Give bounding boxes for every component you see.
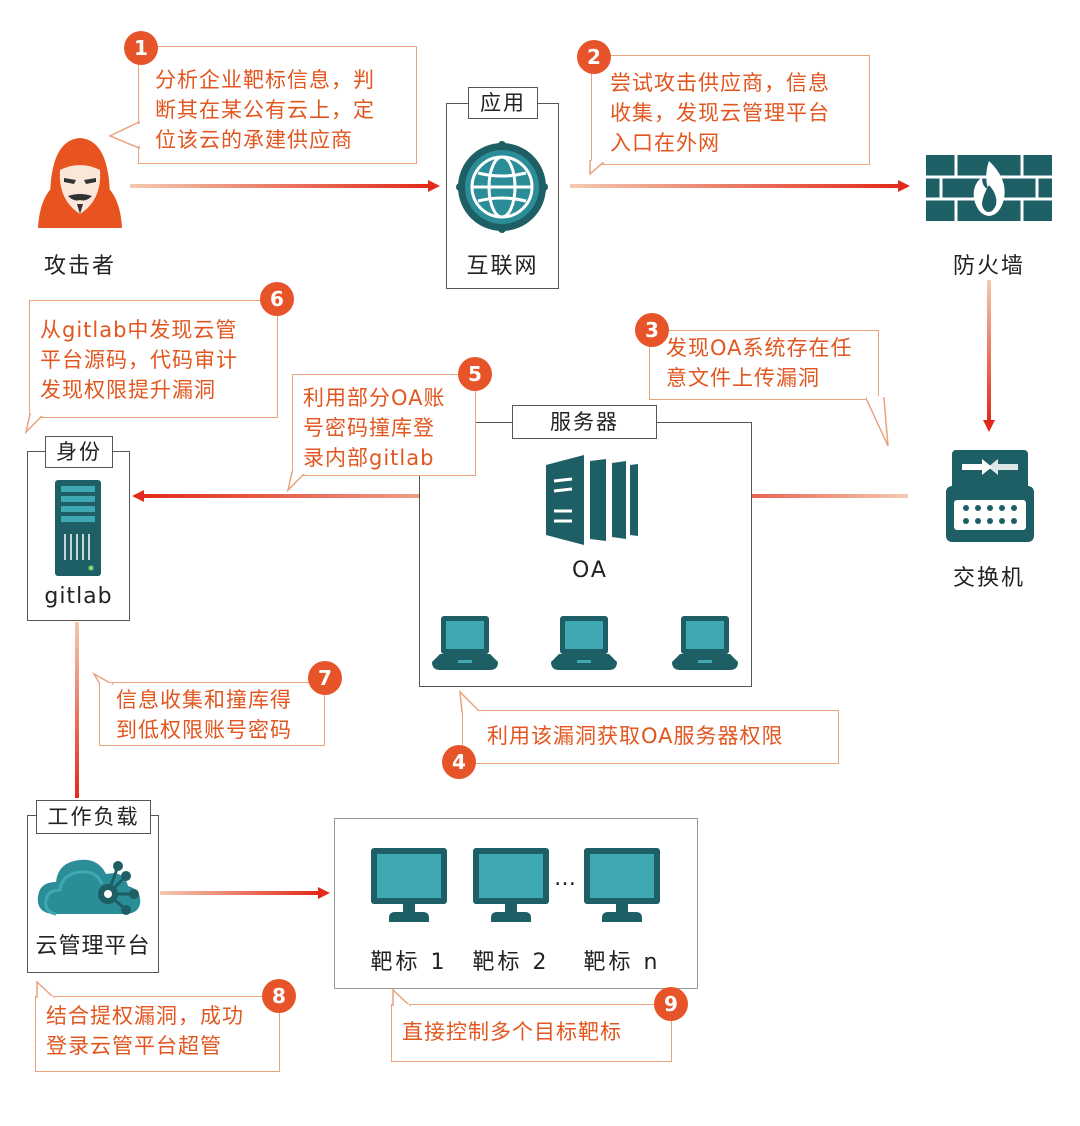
- callout-pointer: [866, 396, 889, 447]
- step-8-badge: 8: [262, 979, 296, 1013]
- hacker-icon: [38, 138, 122, 228]
- step-5-badge: 5: [458, 357, 492, 391]
- laptop-icon: [551, 616, 617, 670]
- arrowhead: [132, 490, 144, 502]
- attacker-node: 攻击者: [30, 130, 130, 280]
- callout-pointer: [392, 988, 411, 1006]
- arrow-switch-oa: [662, 494, 908, 498]
- target-label-n: 靶标 n: [583, 950, 661, 975]
- callout-pointer: [459, 690, 482, 714]
- firewall-label: 防火墙: [952, 254, 1025, 279]
- arrowhead: [428, 180, 440, 192]
- callout-pointer: [589, 160, 608, 176]
- step-1-callout: 分析企业靶标信息，判 断其在某公有云上，定 位该云的承建供应商: [138, 46, 417, 164]
- step-3-callout: 发现OA系统存在任 意文件上传漏洞: [649, 330, 879, 400]
- step-6-callout: 从gitlab中发现云管 平台源码，代码审计 发现权限提升漏洞: [29, 300, 278, 418]
- callout-pointer: [92, 672, 114, 686]
- arrowhead: [983, 420, 995, 432]
- step-8-callout: 结合提权漏洞，成功 登录云管平台超管: [35, 996, 280, 1072]
- targets-ellipsis: …: [554, 866, 576, 891]
- callout-pointer: [24, 412, 46, 434]
- arrow-cloud-targets: [160, 891, 318, 895]
- arrow-firewall-switch: [987, 280, 991, 422]
- arrow-oa-gitlab: [144, 494, 528, 498]
- step-5-callout: 利用部分OA账 号密码撞库登 录内部gitlab: [292, 374, 476, 476]
- arrow-attacker-internet: [130, 184, 428, 188]
- step-2-callout: 尝试攻击供应商，信息 收集，发现云管理平台 入口在外网: [591, 55, 870, 165]
- monitor-icon: [584, 848, 660, 922]
- callout-pointer: [108, 120, 142, 150]
- laptop-icon: [672, 616, 738, 670]
- monitor-icon: [371, 848, 447, 922]
- cloud-platform-label: 云管理平台: [35, 934, 151, 959]
- arrow-gitlab-cloud: [75, 622, 79, 798]
- target-label-1: 靶标 1: [370, 950, 448, 975]
- globe-icon: [456, 141, 548, 233]
- internet-group-tag: 应用: [468, 87, 538, 119]
- target-label-2: 靶标 2: [472, 950, 550, 975]
- firewall-icon: [926, 155, 1052, 221]
- step-6-badge: 6: [260, 282, 294, 316]
- callout-pointer: [36, 980, 55, 998]
- step-4-badge: 4: [442, 745, 476, 779]
- arrowhead: [318, 887, 330, 899]
- arrow-internet-firewall: [570, 184, 900, 188]
- oa-server-icon: [546, 455, 638, 545]
- step-3-badge: 3: [635, 313, 669, 347]
- laptop-icon: [432, 616, 498, 670]
- gitlab-server-icon: [55, 480, 101, 576]
- internet-label: 互联网: [466, 254, 539, 279]
- step-7-badge: 7: [308, 661, 342, 695]
- step-9-badge: 9: [654, 987, 688, 1021]
- arrowhead: [898, 180, 910, 192]
- oa-label: OA: [572, 558, 608, 583]
- server-group-tag: 服务器: [512, 405, 657, 439]
- step-9-callout: 直接控制多个目标靶标: [391, 1004, 672, 1062]
- identity-group-tag: 身份: [45, 436, 113, 468]
- attacker-label: 攻击者: [43, 254, 116, 279]
- workload-group-tag: 工作负载: [36, 800, 151, 834]
- gitlab-label: gitlab: [44, 584, 113, 609]
- switch-label: 交换机: [952, 566, 1025, 591]
- step-4-callout: 利用该漏洞获取OA服务器权限: [462, 710, 839, 764]
- callout-pointer: [286, 470, 308, 492]
- monitor-icon: [473, 848, 549, 922]
- cloud-platform-icon: [37, 859, 141, 916]
- step-1-badge: 1: [124, 31, 158, 65]
- step-7-callout: 信息收集和撞库得 到低权限账号密码: [99, 682, 325, 746]
- step-2-badge: 2: [577, 40, 611, 74]
- switch-icon: [946, 450, 1034, 542]
